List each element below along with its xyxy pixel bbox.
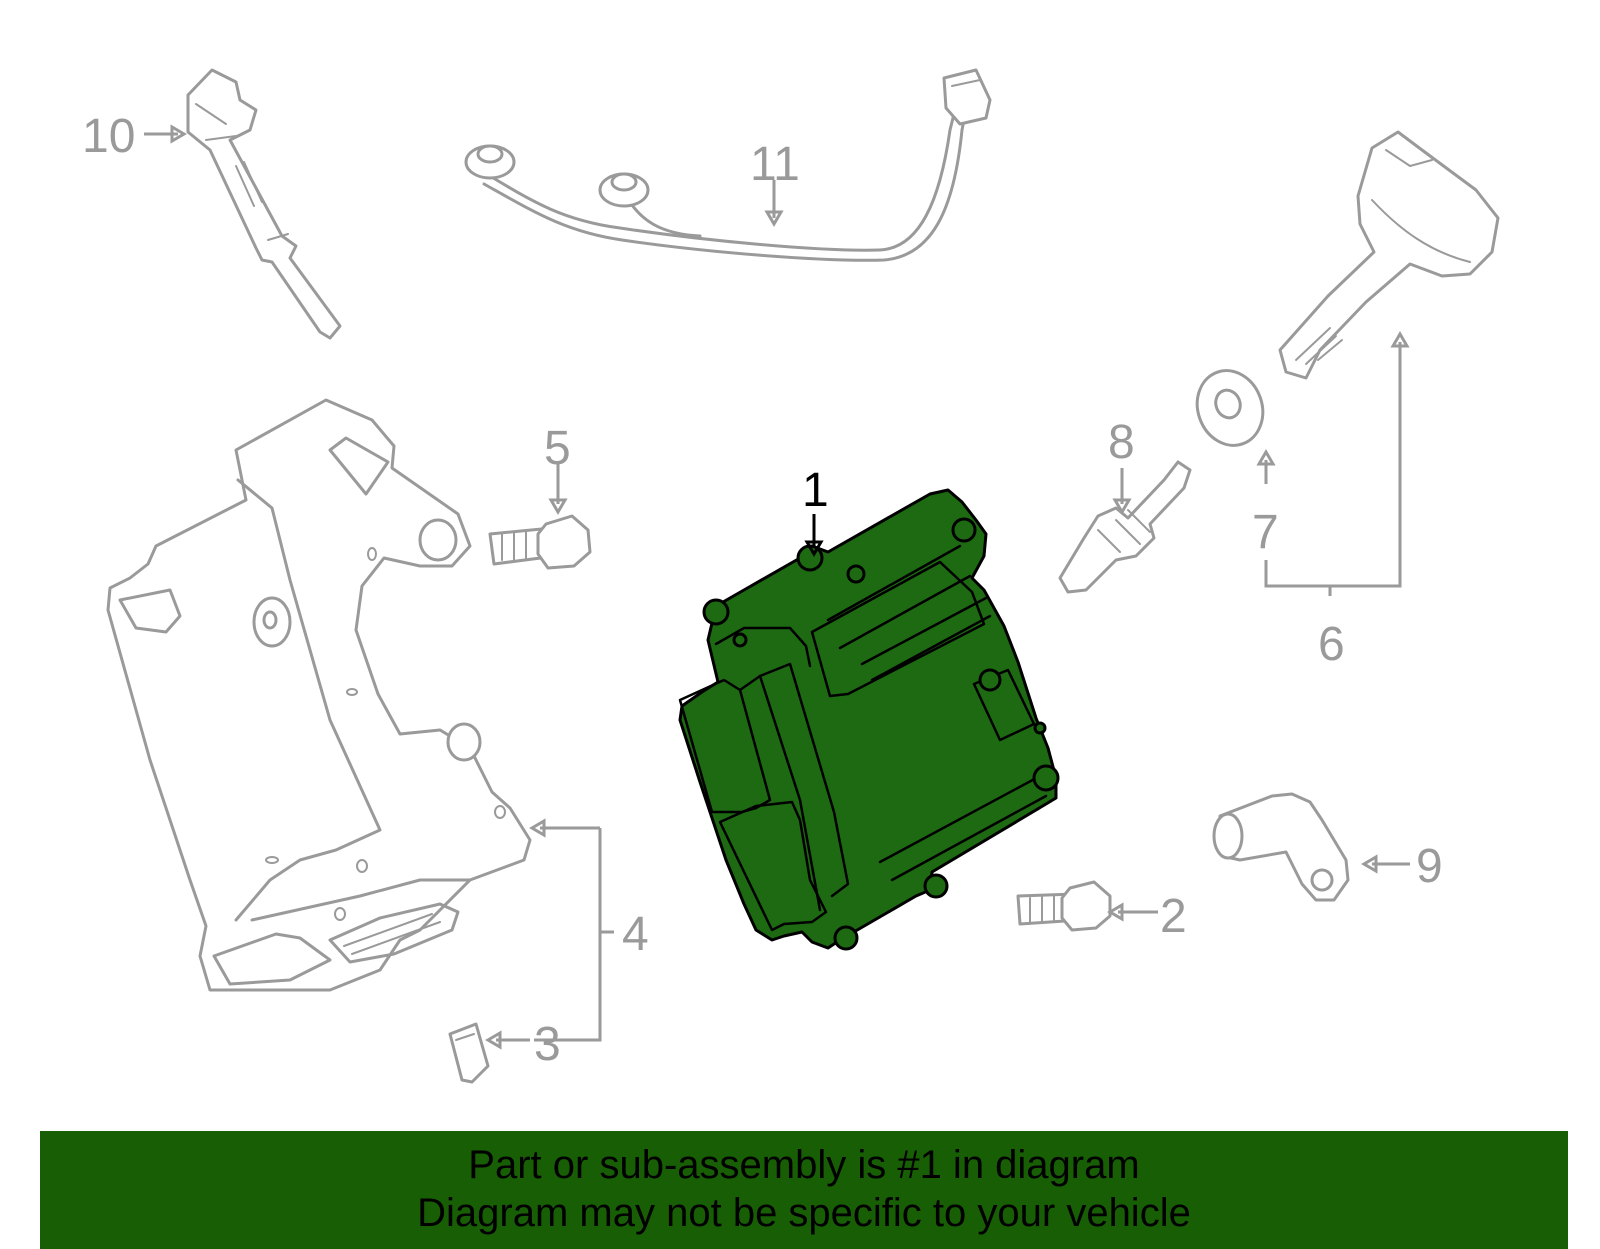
callout-2: 2 bbox=[1160, 890, 1187, 943]
part-2-bolt bbox=[1016, 880, 1112, 932]
part-7-seal bbox=[1195, 369, 1265, 447]
part-6-ignition-coil bbox=[1278, 130, 1500, 380]
callout-9: 9 bbox=[1416, 840, 1443, 893]
info-banner: Part or sub-assembly is #1 in diagram Di… bbox=[40, 1131, 1568, 1249]
callout-10: 10 bbox=[82, 110, 135, 163]
part-8-spark-plug bbox=[1058, 460, 1192, 594]
leader-lines bbox=[144, 124, 1410, 1050]
banner-line-2: Diagram may not be specific to your vehi… bbox=[417, 1191, 1191, 1235]
part-3-clip bbox=[448, 1022, 490, 1084]
callout-8: 8 bbox=[1108, 416, 1135, 469]
callout-5: 5 bbox=[544, 422, 571, 475]
part-10-sensor bbox=[186, 68, 342, 340]
callout-labels: 10 11 5 1 8 7 6 9 2 4 3 bbox=[82, 110, 1443, 1071]
callout-6: 6 bbox=[1318, 618, 1345, 671]
banner-line-1: Part or sub-assembly is #1 in diagram bbox=[468, 1143, 1140, 1187]
part-11-harness bbox=[464, 68, 992, 262]
part-9-position-sensor bbox=[1212, 792, 1350, 902]
callout-1: 1 bbox=[802, 464, 829, 517]
callout-7: 7 bbox=[1252, 506, 1279, 559]
callout-3: 3 bbox=[534, 1018, 561, 1071]
callout-4: 4 bbox=[622, 908, 649, 961]
callout-11: 11 bbox=[750, 138, 800, 191]
part-5-bolt bbox=[488, 514, 592, 570]
part-1-ecu-highlighted[interactable] bbox=[678, 488, 1060, 951]
part-4-bracket bbox=[106, 398, 532, 992]
